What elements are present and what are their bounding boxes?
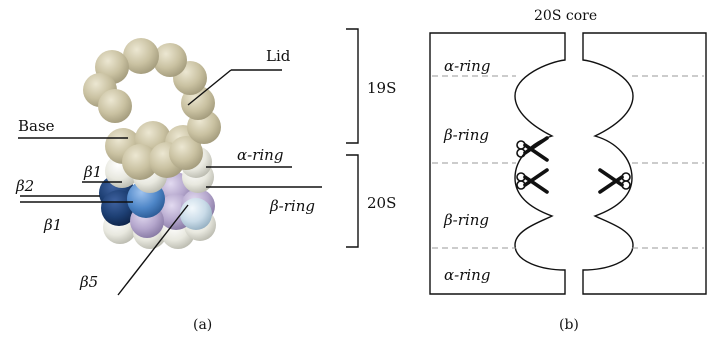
beta1-bottom-label: β1 [43, 216, 62, 234]
beta5-label: β5 [79, 273, 98, 291]
ring-label-2: β-ring [443, 126, 489, 144]
beta5-subunit [180, 198, 212, 230]
ring-label-4: α-ring [444, 266, 490, 284]
ring-label-1: α-ring [444, 57, 490, 75]
scissors-icon [516, 168, 549, 194]
proteasome-model [83, 38, 221, 249]
base-label: Base [18, 117, 55, 135]
alpha-ring-label: α-ring [237, 146, 283, 164]
beta2-label: β2 [15, 177, 34, 195]
ring-label-3: β-ring [443, 211, 489, 229]
scissors-icon [598, 168, 631, 194]
core-title: 20S core [534, 8, 597, 24]
bracket-20s [346, 154, 359, 248]
lid-label: Lid [266, 47, 291, 65]
caption-b: (b) [559, 317, 579, 333]
caption-a: (a) [193, 317, 212, 333]
bracket-19s-label: 19S [367, 79, 396, 97]
beta1-top-label: β1 [83, 163, 102, 181]
bracket-20s-label: 20S [367, 194, 396, 212]
scissors-icon [516, 136, 549, 162]
bracket-19s [346, 28, 359, 144]
beta-ring-label: β-ring [269, 197, 315, 215]
leader-lines [18, 69, 322, 296]
core-20s-schematic [429, 32, 707, 295]
